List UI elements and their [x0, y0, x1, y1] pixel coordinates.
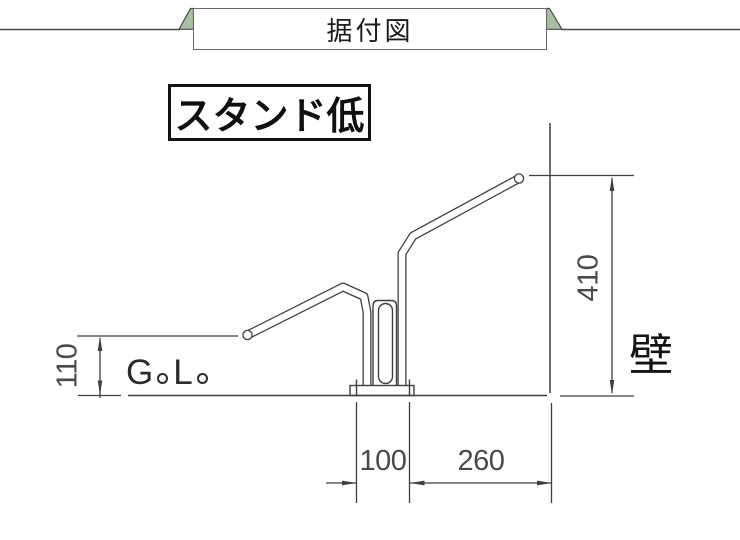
base-plate — [349, 384, 415, 397]
arrow-260-left-icon — [410, 480, 425, 486]
arrow-110-up-icon — [97, 336, 103, 351]
sheet-title: 据付図 — [326, 15, 414, 46]
stand-bracket — [372, 299, 398, 389]
ideographic-period-icon — [196, 373, 208, 384]
bracket-slot — [377, 302, 394, 385]
tube-right-fill — [398, 175, 521, 389]
header-band — [0, 7, 740, 31]
stand-tubes — [242, 173, 525, 389]
arrow-260-right-icon — [537, 480, 552, 486]
arrow-110-down-icon — [97, 380, 103, 395]
ideographic-period-icon — [157, 373, 169, 384]
dimension-front-height: 110 — [51, 343, 84, 389]
tube-right-endcap-icon — [513, 173, 525, 184]
arrow-410-up-icon — [609, 176, 615, 191]
gl-g: G — [126, 353, 154, 392]
dimension-wall-height: 410 — [572, 254, 605, 302]
arrow-100-right-icon — [342, 480, 357, 486]
tube-left-endcap-icon — [242, 329, 253, 341]
sheet-title-box: 据付図 — [193, 8, 547, 50]
header-tab-right-icon — [545, 7, 564, 30]
tube-left-fill — [246, 283, 371, 389]
wall-label: 壁 — [629, 331, 673, 380]
dimension-base-width: 100 — [359, 445, 407, 477]
reference-lines — [128, 123, 551, 397]
header-tab-left-icon — [177, 7, 195, 30]
dimension-wall-offset: 260 — [457, 445, 505, 477]
dimension-arrows — [97, 176, 615, 486]
gl-l: L — [173, 353, 193, 392]
arrow-410-down-icon — [609, 380, 615, 395]
stand-type-label-box: スタンド低 — [168, 84, 371, 141]
stand-type-label: スタンド低 — [174, 96, 365, 138]
